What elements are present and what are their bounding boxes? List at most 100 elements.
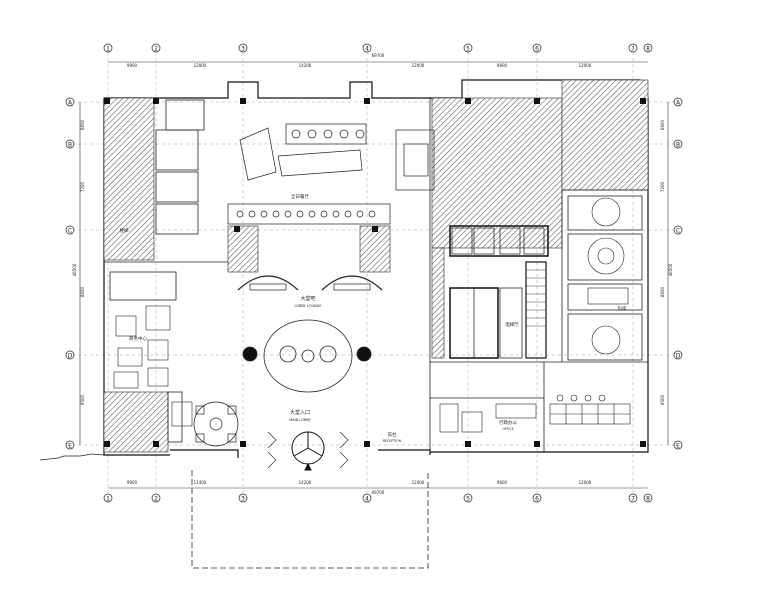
dim-total-right: 46500: [668, 263, 673, 276]
room-label-office-en: OFFICE: [502, 427, 513, 431]
grid-bubble: E: [65, 440, 75, 450]
grid-bubble: B: [65, 139, 75, 149]
svg-text:B: B: [676, 142, 680, 149]
grid-bubble: 1: [103, 43, 113, 53]
svg-text:8: 8: [646, 46, 650, 53]
dim-right-3: 8600: [660, 286, 665, 297]
private-dining: [587, 197, 629, 355]
exterior-ramp: [39, 453, 105, 461]
svg-text:A: A: [676, 100, 681, 107]
dim-top-1: 9900: [127, 63, 138, 68]
dim-bottom-4: 12000: [412, 480, 425, 485]
room-label-business: 商务中心: [129, 335, 147, 342]
hatch-lounge-right: [359, 225, 391, 273]
grid-bubble: C: [65, 225, 75, 235]
svg-text:1: 1: [106, 496, 110, 503]
room-label-lobby-en: MAIN LOBBY: [289, 418, 311, 422]
dimension-lines: [79, 61, 669, 489]
elevator-core: [449, 225, 549, 359]
grid-labels-left: A B C D E: [65, 97, 75, 450]
svg-text:E: E: [676, 443, 680, 450]
hatch-lounge-left: [227, 225, 259, 273]
room-label-lounge-en: LOBBY LOUNGE: [294, 304, 321, 308]
hatch-core-right: [431, 247, 445, 359]
grid-labels-top: 1 2 3 4 5 6 7 8: [103, 43, 653, 53]
room-labels: 大堂入口 MAIN LOBBY 大堂吧 LOBBY LOUNGE 前台 RECE…: [120, 193, 627, 443]
hatch-kitchen: [431, 97, 563, 249]
dim-bottom-1: 9900: [127, 480, 138, 485]
hatch-left-core: [103, 97, 155, 261]
grid-bubble: B: [673, 139, 683, 149]
hatched-zones: [103, 79, 649, 453]
grid-labels-bottom: 1 2 3 4 5 6 7 8: [103, 493, 653, 503]
dim-top-5: 9600: [497, 63, 508, 68]
svg-text:5: 5: [466, 46, 470, 53]
dim-top-3: 14200: [299, 63, 312, 68]
svg-text:3: 3: [241, 46, 245, 53]
grid-bubble: 4: [362, 43, 372, 53]
grid-bubble: 6: [532, 493, 542, 503]
dim-bottom-6: 12000: [579, 480, 592, 485]
grid-bubble: 3: [238, 43, 248, 53]
svg-text:7: 7: [631, 496, 635, 503]
columns: [104, 98, 646, 447]
dim-total-left: 46500: [72, 263, 77, 276]
dim-right-4: 9500: [660, 394, 665, 405]
dim-total-bottom: 69700: [372, 490, 385, 495]
room-label-private-room: 包房: [618, 305, 627, 312]
room-label-stair: 楼梯: [120, 227, 129, 234]
dimension-texts: 9900 12000 14200 12000 9600 12000 69700 …: [72, 53, 673, 495]
grid-bubble: D: [673, 350, 683, 360]
grid-bubble: C: [673, 225, 683, 235]
dim-right-2: 7200: [660, 181, 665, 192]
grid-bubble: 8: [643, 43, 653, 53]
dim-bottom-2: 11400: [194, 480, 207, 485]
svg-text:6: 6: [535, 496, 539, 503]
grid-bubble: 5: [463, 43, 473, 53]
lounge-furniture: [227, 123, 435, 291]
svg-text:A: A: [68, 100, 73, 107]
grid-bubble: 7: [628, 43, 638, 53]
grid-labels-right: A B C D E: [673, 97, 683, 450]
hatch-right-top: [561, 79, 649, 191]
dim-left-4: 9500: [80, 394, 85, 405]
dim-left-1: 6600: [80, 119, 85, 130]
round-lounge: [193, 401, 239, 447]
svg-text:C: C: [68, 228, 72, 235]
business-center: [439, 394, 631, 433]
revolving-door: [291, 431, 325, 471]
svg-text:2: 2: [154, 46, 158, 53]
grid-bubble: 2: [151, 43, 161, 53]
dim-bottom-3: 14200: [299, 480, 312, 485]
grid-bubble: 4: [362, 493, 372, 503]
svg-text:5: 5: [466, 496, 470, 503]
lobby-seating: [242, 319, 372, 393]
room-label-restaurant: 全日餐厅: [291, 193, 309, 200]
dim-right-1: 6600: [660, 119, 665, 130]
room-label-lobby: 大堂入口: [290, 409, 310, 416]
grid-bubble: A: [65, 97, 75, 107]
svg-text:8: 8: [646, 496, 650, 503]
grid-bubble: A: [673, 97, 683, 107]
svg-text:7: 7: [631, 46, 635, 53]
grid-bubble: 5: [463, 493, 473, 503]
svg-text:6: 6: [535, 46, 539, 53]
grid-bubble: 2: [151, 493, 161, 503]
svg-text:3: 3: [241, 496, 245, 503]
svg-text:D: D: [676, 353, 681, 360]
left-lounge: [113, 305, 193, 427]
dim-top-6: 12000: [579, 63, 592, 68]
dim-top-2: 12000: [194, 63, 207, 68]
dim-total-top: 69700: [372, 53, 385, 58]
grid-bubble: 3: [238, 493, 248, 503]
grid-bubble: D: [65, 350, 75, 360]
grid-bubble: E: [673, 440, 683, 450]
svg-text:E: E: [68, 443, 72, 450]
room-label-reception: 前台: [388, 431, 397, 438]
svg-text:1: 1: [106, 46, 110, 53]
room-label-lift-lobby: 电梯厅: [505, 321, 519, 328]
room-label-lounge: 大堂吧: [300, 295, 315, 302]
room-label-reception-en: RECEPTION: [383, 439, 402, 443]
dim-left-3: 8600: [80, 286, 85, 297]
